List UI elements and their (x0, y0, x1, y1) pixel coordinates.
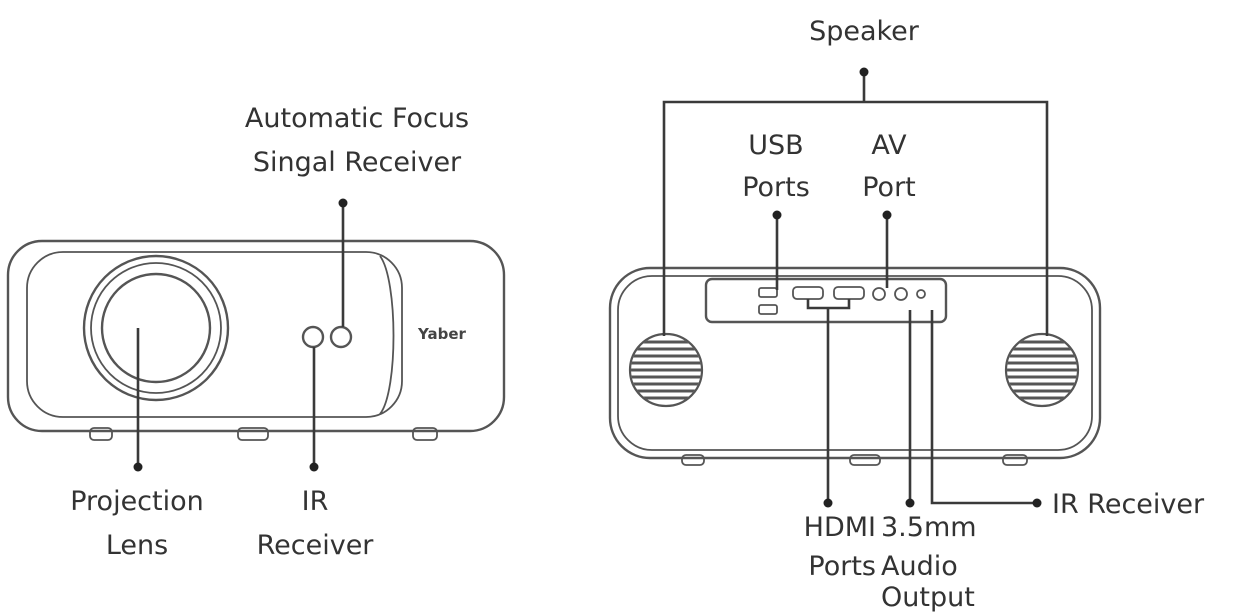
front-feet (89, 427, 438, 441)
port-panel (704, 277, 948, 324)
av-label-line2: Port (862, 172, 916, 203)
av-label-line1: AV (871, 130, 907, 161)
front-panel-edge (379, 255, 395, 415)
audio-jack-icon (894, 287, 908, 301)
speaker-left-icon (628, 332, 704, 408)
hdmi-label-line2: Ports (808, 551, 876, 582)
autofocus-label-line2: Singal Receiver (253, 147, 462, 178)
hdmi-port-2-icon (833, 286, 865, 300)
speaker-leader-dot (859, 67, 869, 77)
hdmi-bracket-line (806, 299, 851, 310)
audio-leader-dot (905, 498, 915, 508)
lens-leader-dot (133, 462, 143, 472)
speaker-label: Speaker (809, 16, 920, 47)
av-leader-dot (882, 210, 892, 220)
rear-foot-left (681, 454, 705, 466)
lens-label-line2: Lens (106, 530, 168, 561)
front-foot-left (89, 427, 113, 441)
hdmi-leader-dot (823, 498, 833, 508)
rear-feet (681, 454, 1028, 466)
speaker-right-icon (1004, 332, 1080, 408)
front-panel (26, 251, 403, 418)
ir-front-leader-dot (309, 462, 319, 472)
speaker-bracket-line (662, 100, 1049, 336)
lens-label-line1: Projection (70, 486, 204, 517)
rear-foot-middle (849, 454, 881, 466)
front-body-outer (6, 239, 506, 433)
front-foot-middle (237, 427, 269, 441)
autofocus-receiver-icon (329, 325, 353, 349)
rear-body-outer (608, 266, 1102, 460)
usb-label-line2: Ports (742, 172, 810, 203)
hdmi-label-line1: HDMI (804, 512, 876, 543)
front-view: Yaber Automatic Focus Singal Receiver Pr… (6, 103, 506, 561)
audio-label-line2: Audio (881, 551, 958, 582)
ir-rear-leader-line (930, 310, 1037, 505)
ir-receiver-icon (301, 325, 325, 349)
hdmi-port-1-icon (792, 286, 824, 300)
projection-lens-icon (82, 254, 230, 402)
ir-rear-icon (916, 289, 926, 299)
usb-leader-dot (772, 210, 782, 220)
usb-port-bottom-icon (758, 304, 778, 315)
autofocus-label-line1: Automatic Focus (245, 103, 469, 134)
audio-label-line3: Output (881, 582, 975, 613)
rear-view: Speaker USB Ports AV Port HDMI Ports 3.5… (608, 16, 1205, 613)
audio-label-line1: 3.5mm (881, 512, 977, 543)
usb-label-line1: USB (748, 130, 803, 161)
ir-rear-leader-dot (1032, 498, 1042, 508)
ir-front-label-line1: IR (302, 486, 329, 517)
front-foot-right (412, 427, 438, 441)
brand-logo: Yaber (417, 325, 467, 343)
rear-body-inner (617, 275, 1093, 451)
usb-port-top-icon (758, 287, 778, 298)
autofocus-leader-dot (338, 198, 348, 208)
rear-foot-right (1002, 454, 1028, 466)
av-port-icon (872, 287, 886, 301)
ir-rear-label: IR Receiver (1052, 489, 1205, 520)
ir-front-label-line2: Receiver (257, 530, 375, 561)
